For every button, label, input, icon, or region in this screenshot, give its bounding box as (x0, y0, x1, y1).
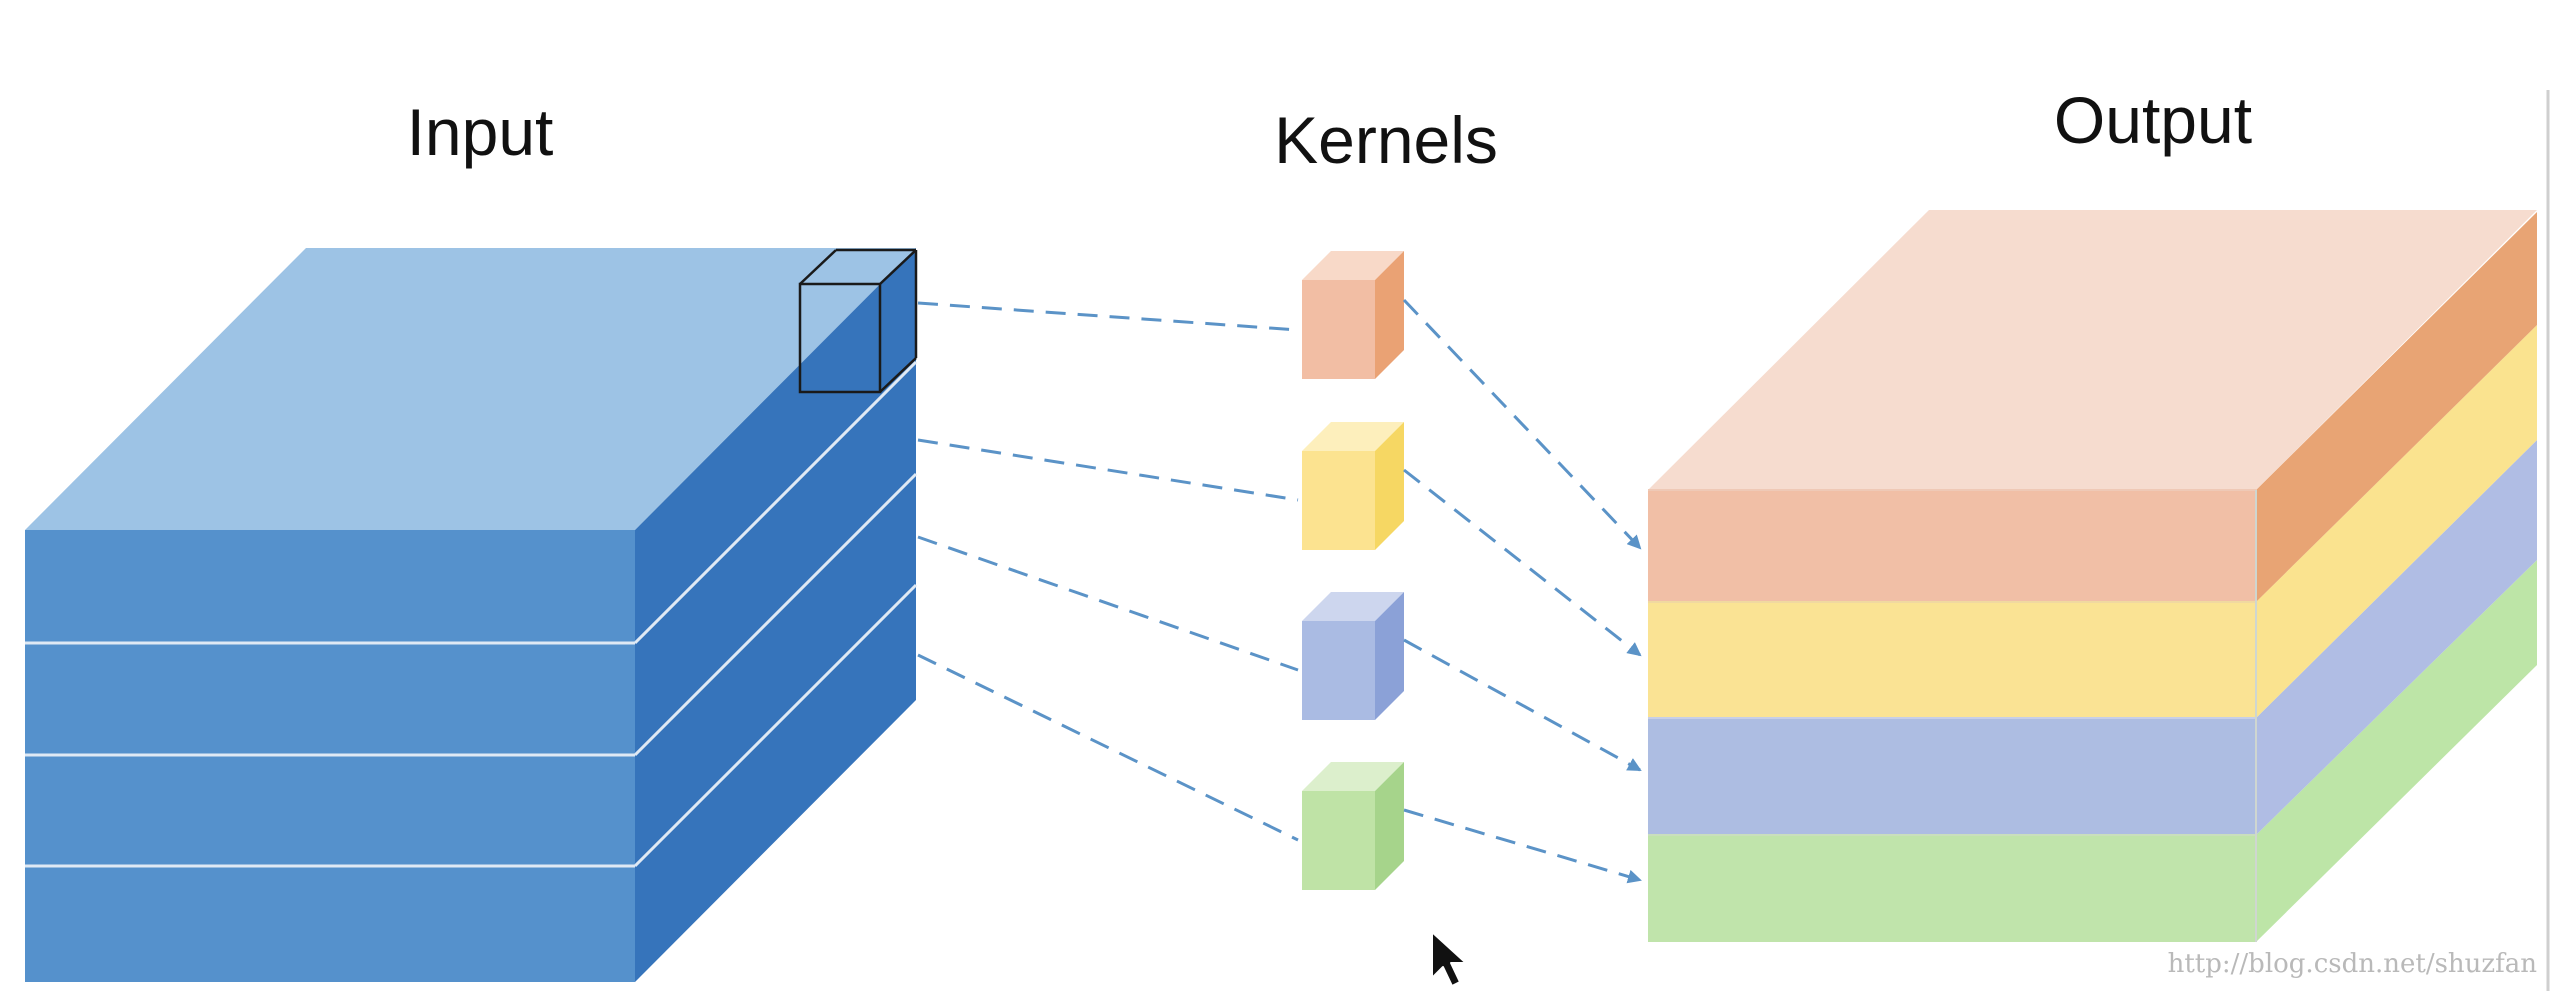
input-side-divider (633, 583, 918, 868)
input-to-kernel-line (917, 535, 1299, 672)
kernel-to-output-arrow (1403, 468, 1642, 657)
input-side-divider (633, 360, 918, 645)
kernel-top-face (1302, 762, 1404, 791)
output-front-layer-green (1648, 835, 2256, 942)
kernel-front-face (1302, 621, 1375, 720)
input-side-divider (633, 472, 918, 757)
output-front-layer-blue (1648, 718, 2256, 835)
kernel-side-face (1375, 251, 1404, 379)
kernel-cube-green (1302, 762, 1404, 890)
kernel-side-face (1375, 422, 1404, 550)
kernel-to-output-arrow (1402, 298, 1642, 550)
kernel-top-face (1302, 251, 1404, 280)
kernel-to-output-arrow (1403, 808, 1642, 884)
output-side-face-blue (2256, 440, 2537, 835)
kernel-top-face (1302, 592, 1404, 621)
kernel-front-face (1302, 280, 1375, 379)
kernel-to-output-arrows (1402, 298, 1642, 884)
input-to-kernel-line (917, 438, 1299, 502)
kernel-side-face (1375, 762, 1404, 890)
output-side-face-yellow (2256, 325, 2537, 718)
kernel-cube-yellow (1302, 422, 1404, 550)
kernels-label: Kernels (1274, 103, 1498, 177)
input-block (25, 248, 918, 982)
kernel-front-face (1302, 791, 1375, 890)
output-top-face (1648, 210, 2537, 490)
output-label: Output (2054, 83, 2252, 157)
kernel-front-face (1302, 451, 1375, 550)
output-side-face-green (2256, 560, 2537, 942)
output-front-layer-orange (1648, 490, 2256, 602)
kernel-side-face (1375, 592, 1404, 720)
output-block (1648, 210, 2537, 942)
output-front-layer-yellow (1648, 602, 2256, 718)
receptive-field-cube (798, 248, 918, 394)
kernel-top-face (1302, 422, 1404, 451)
input-to-kernel-line (917, 653, 1299, 842)
watermark-text: http://blog.csdn.net/shuzfan (2168, 949, 2538, 979)
kernel-cube-orange (1302, 251, 1404, 379)
input-to-kernel-connectors (917, 301, 1299, 842)
input-top-face (25, 248, 916, 530)
input-to-kernel-line (917, 301, 1299, 332)
output-side-face-orange (2256, 212, 2537, 602)
input-label: Input (407, 95, 554, 169)
mouse-cursor-icon (1431, 931, 1467, 987)
kernel-to-output-arrow (1403, 638, 1642, 772)
kernel-cube-blue (1302, 592, 1404, 720)
